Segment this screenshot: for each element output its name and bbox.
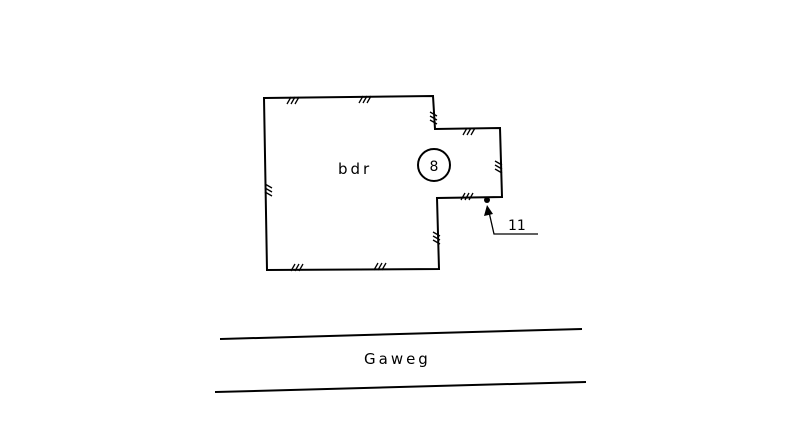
hatch-bottom-left	[290, 263, 304, 272]
street-upper-edge	[219, 327, 583, 341]
house-number: 8	[430, 159, 439, 175]
street-name: Gaweg	[364, 350, 431, 368]
hatch-top-left	[286, 96, 300, 105]
reference-arrowhead	[484, 205, 493, 216]
hatch-lower-inner-wall	[432, 231, 441, 245]
hatch-bottom-right	[373, 262, 387, 271]
wall-hatch-marks	[264, 95, 503, 272]
room-label: bdr	[338, 160, 372, 178]
street-lower-edge	[214, 380, 587, 394]
reference-number: 11	[508, 218, 526, 234]
building-outline	[262, 94, 504, 272]
hatch-left-wall	[264, 183, 273, 197]
hatch-top-right	[358, 95, 372, 104]
hatch-wing-right	[494, 160, 503, 174]
hatch-wing-bottom	[460, 192, 474, 201]
hatch-wing-top	[462, 127, 476, 136]
reference-leader-line	[488, 211, 538, 235]
house-number-circle	[417, 148, 451, 182]
hatch-upper-inner-wall	[429, 111, 438, 125]
survey-point	[484, 197, 490, 203]
